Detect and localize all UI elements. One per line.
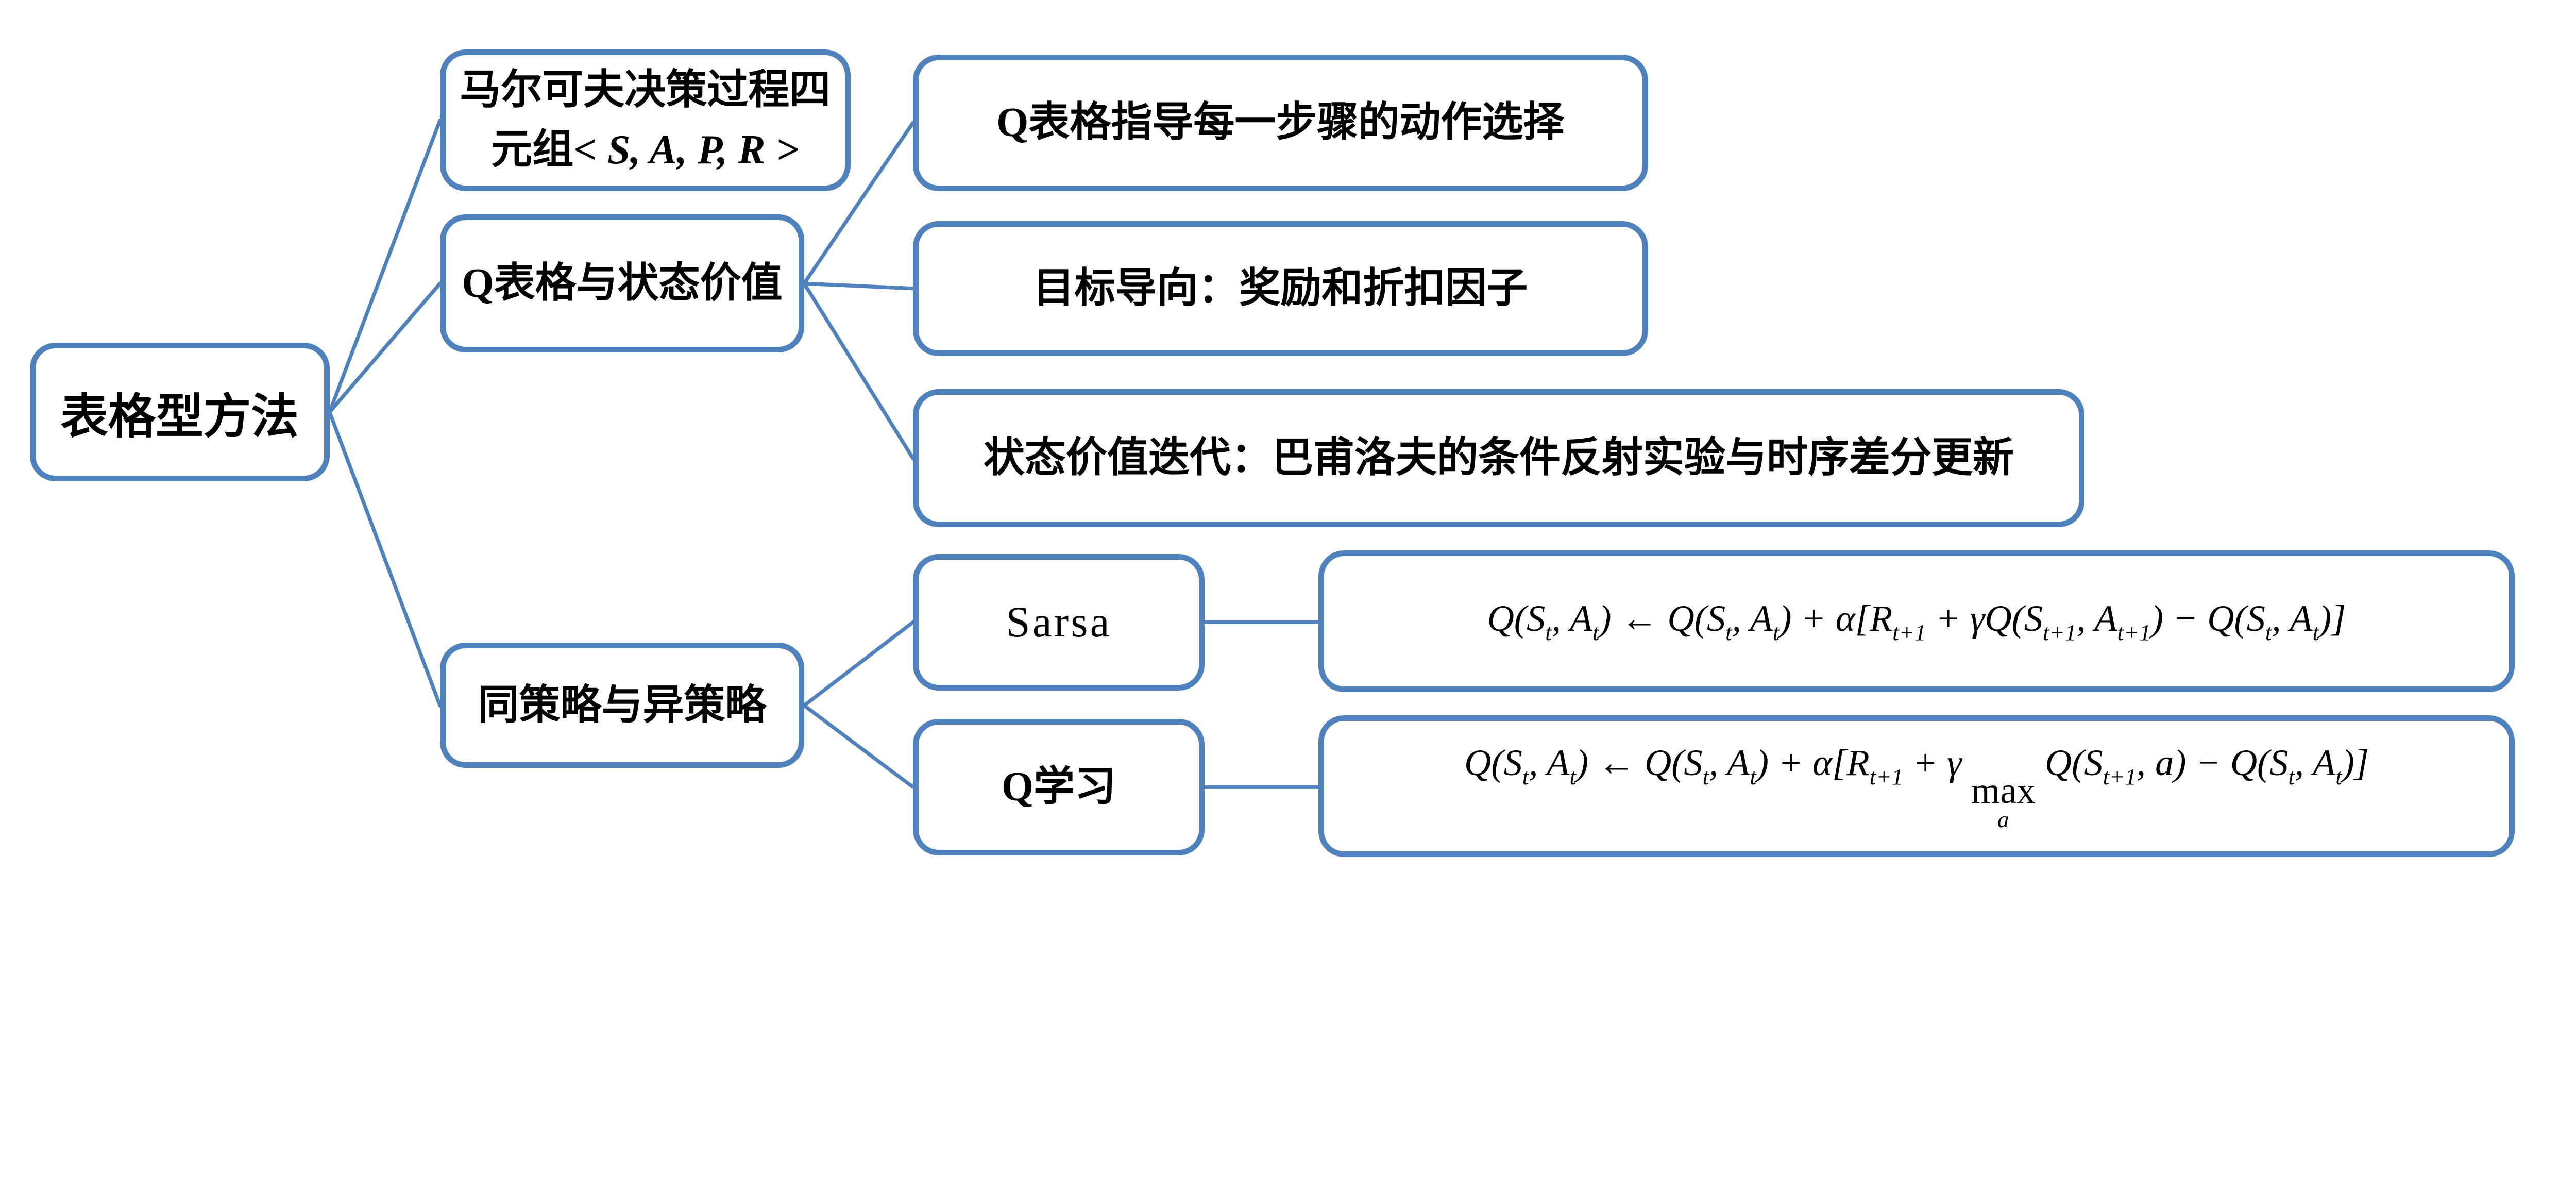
node-sarsa-update-formula: Q(St, At) ← Q(St, At) + α[Rt+1 + γQ(St+1…: [1318, 550, 2515, 693]
node-tabular-methods: 表格型方法: [29, 343, 330, 481]
node-label: 同策略与异策略: [478, 682, 767, 728]
node-qtable-state-value: Q表格与状态价值: [440, 214, 804, 353]
mindmap-canvas: 表格型方法 马尔可夫决策过程四元组< S, A, P, R > Q表格与状态价值…: [29, 49, 2515, 858]
connector-qtable-goal: [802, 281, 915, 291]
formula-text: Q(St, At) ← Q(St, At) + α[Rt+1 + γQ(St+1…: [1487, 597, 2346, 645]
node-sarsa: Sarsa: [913, 553, 1205, 691]
node-on-policy-off-policy: 同策略与异策略: [440, 643, 804, 768]
node-label: 马尔可夫决策过程四元组< S, A, P, R >: [460, 68, 831, 173]
connector-root-qtable: [328, 281, 442, 414]
node-label: 目标导向：奖励和折扣因子: [1033, 265, 1528, 311]
node-label: Q学习: [1001, 764, 1116, 810]
node-label: 表格型方法: [60, 391, 299, 444]
node-mdp-tuple: 马尔可夫决策过程四元组< S, A, P, R >: [440, 49, 851, 191]
node-goal-oriented: 目标导向：奖励和折扣因子: [913, 221, 1648, 356]
node-q-learning: Q学习: [913, 718, 1205, 855]
node-qtable-guides-actions: Q表格指导每一步骤的动作选择: [913, 54, 1648, 191]
connector-qtable-iterate: [802, 281, 915, 460]
connector-root-policy: [328, 410, 442, 708]
node-label: 状态价值迭代：巴甫洛夫的条件反射实验与时序差分更新: [984, 435, 2014, 481]
node-label: Q表格指导每一步骤的动作选择: [996, 100, 1565, 146]
node-state-value-iteration: 状态价值迭代：巴甫洛夫的条件反射实验与时序差分更新: [913, 389, 2084, 528]
connector-policy-sarsa: [802, 620, 915, 708]
connector-qtable-guide: [802, 121, 915, 286]
node-label: Sarsa: [1006, 598, 1112, 647]
connector-layer: [328, 118, 1320, 789]
connector-root-mdp: [328, 118, 442, 414]
connector-policy-qlearning: [802, 703, 915, 789]
node-label: Q表格与状态价值: [462, 261, 783, 307]
